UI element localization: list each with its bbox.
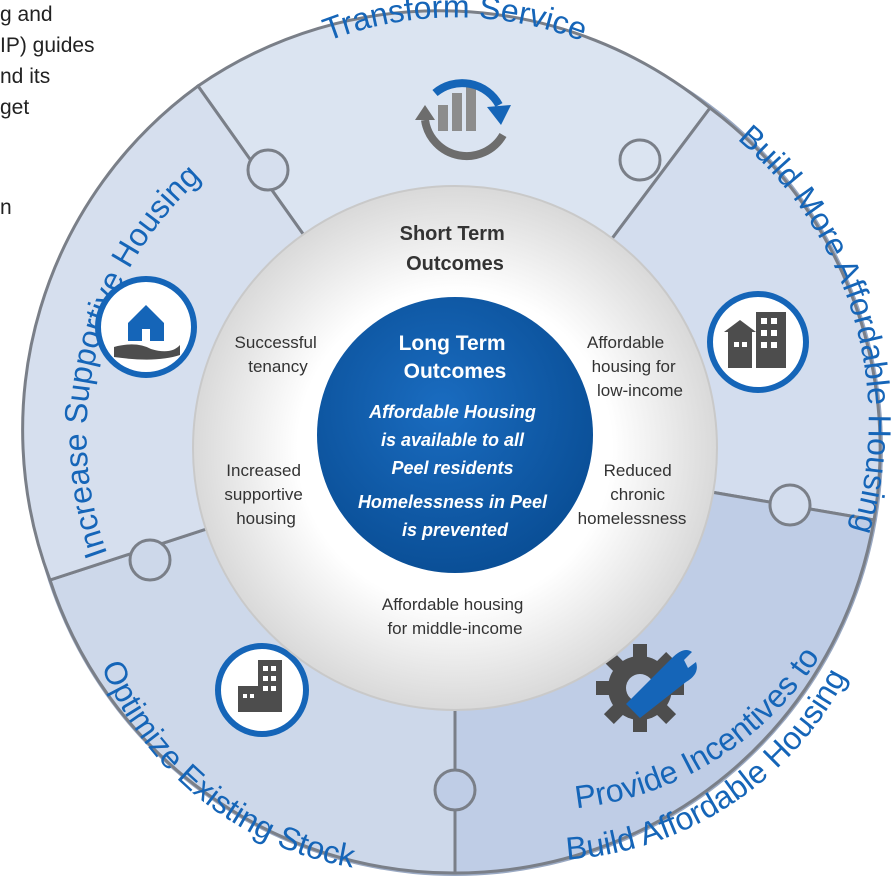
short-term-title-line: Short Term — [400, 223, 505, 245]
short-term-item-low-income: Affordable housing for low-income — [587, 333, 683, 400]
short-term-item-line: for middle-income — [387, 619, 522, 638]
long-term-statements: Affordable Housing is available to all P… — [358, 402, 552, 540]
short-term-title: Short Term Outcomes — [400, 223, 511, 275]
short-term-item-line: Affordable — [587, 333, 664, 352]
short-term-item-line: supportive — [224, 485, 302, 504]
long-term-core — [317, 297, 593, 573]
office-building-icon — [215, 643, 309, 737]
short-term-title-line: Outcomes — [406, 253, 504, 275]
short-term-item-line: low-income — [597, 381, 683, 400]
chart-refresh-icon — [415, 79, 511, 161]
short-term-item-line: tenancy — [248, 357, 308, 376]
short-term-item-line: Reduced — [604, 461, 672, 480]
long-term-line: Homelessness in Peel — [358, 492, 548, 512]
short-term-item-line: chronic — [610, 485, 665, 504]
long-term-line: Peel residents — [391, 458, 513, 478]
intro-line: nd its — [0, 65, 51, 88]
intro-line: n — [0, 196, 12, 219]
wrench-gear-icon — [596, 644, 697, 732]
long-term-title-line: Outcomes — [404, 360, 507, 383]
short-term-item-line: housing — [236, 509, 296, 528]
short-term-item-line: Increased — [226, 461, 301, 480]
short-term-item-homelessness: Reduced chronic homelessness — [578, 461, 687, 528]
long-term-title-line: Long Term — [399, 332, 506, 355]
long-term-line: is available to all — [381, 430, 525, 450]
intro-line: g and — [0, 3, 53, 26]
short-term-item-line: homelessness — [578, 509, 687, 528]
buildings-icon — [707, 291, 809, 393]
short-term-item-line: housing for — [592, 357, 676, 376]
intro-line: IP) guides — [0, 34, 95, 57]
long-term-line: is prevented — [402, 520, 509, 540]
short-term-item-supportive: Increased supportive housing — [224, 461, 307, 528]
short-term-item-line: Successful — [235, 333, 317, 352]
long-term-title: Long Term Outcomes — [399, 332, 512, 383]
long-term-line: Affordable Housing — [368, 402, 536, 422]
short-term-item-line: Affordable housing — [382, 595, 523, 614]
short-term-item-middle-income: Affordable housing for middle-income — [382, 595, 528, 638]
intro-line: get — [0, 96, 30, 119]
house-in-hand-icon — [95, 276, 197, 378]
puzzle-tabs — [128, 138, 812, 812]
short-term-item-tenancy: Successful tenancy — [235, 333, 322, 376]
